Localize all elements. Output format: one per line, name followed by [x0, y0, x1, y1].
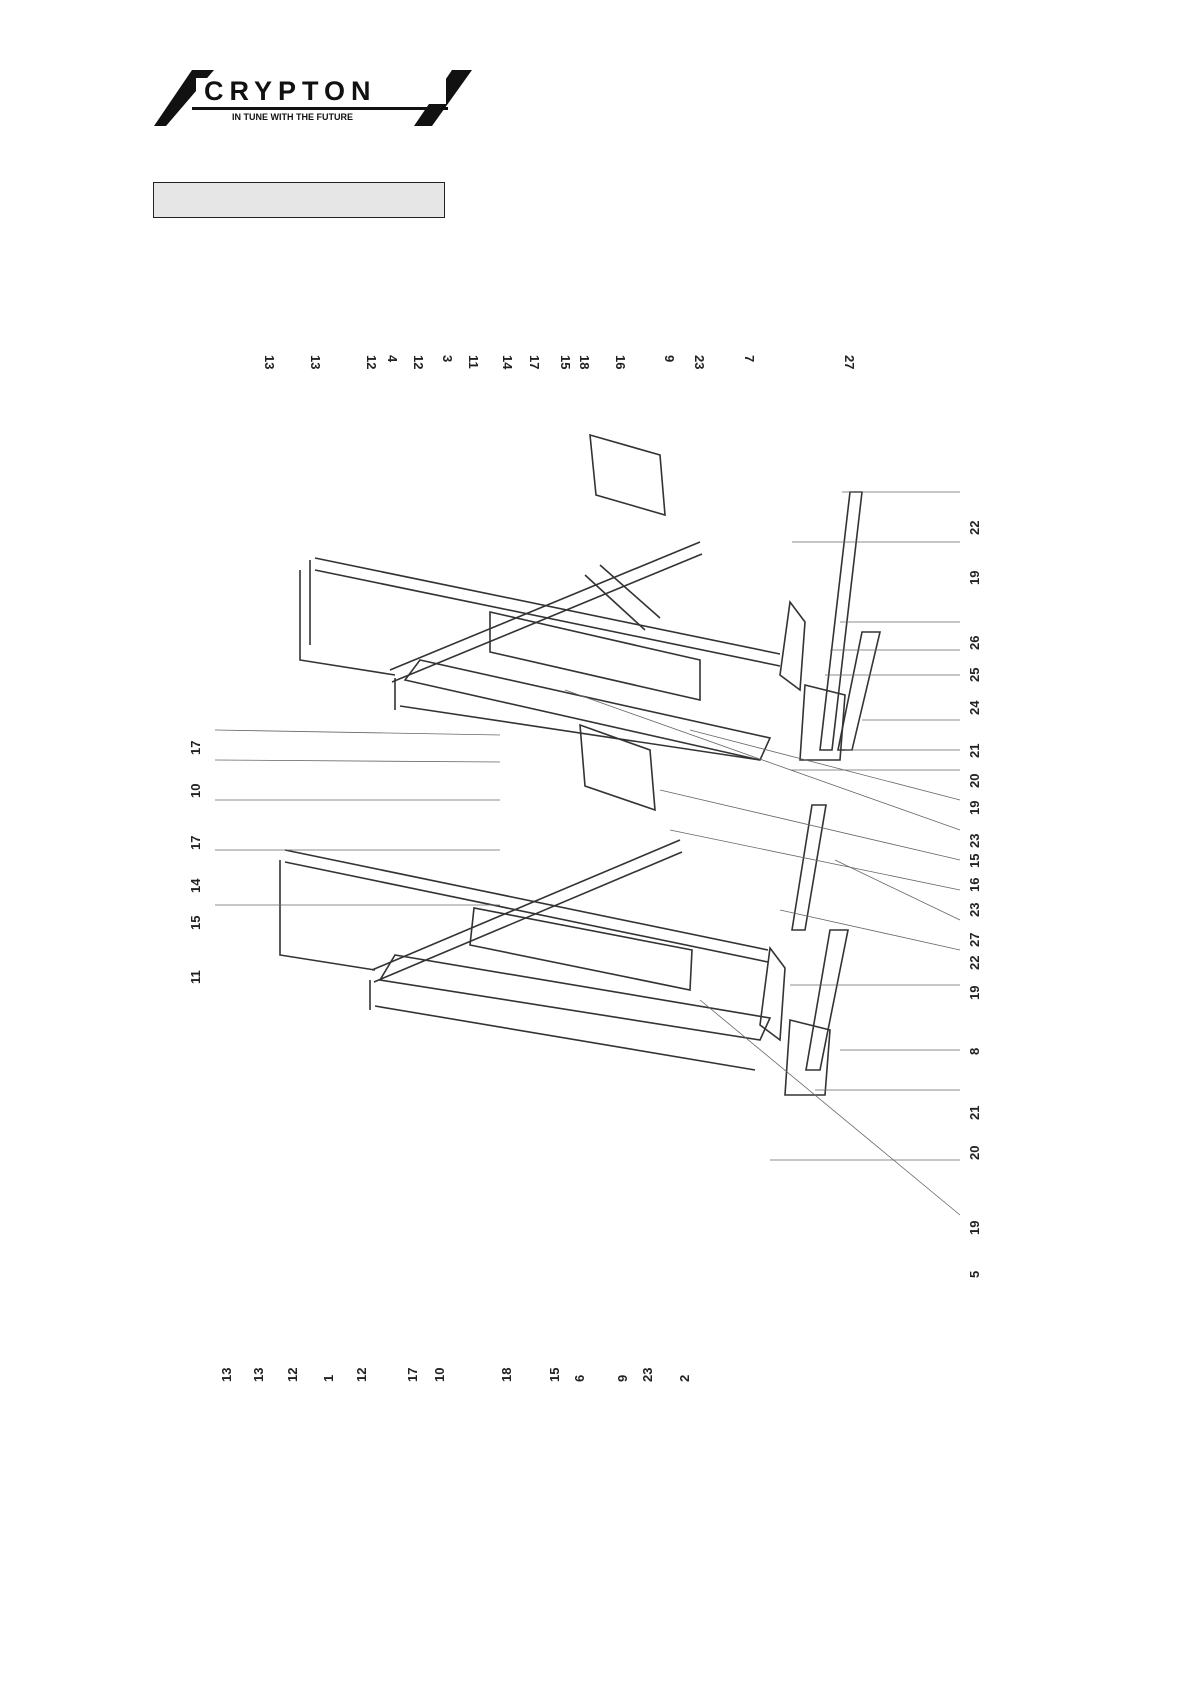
- label: 17: [527, 355, 542, 369]
- right-labels: 22 19 26 25 24 21 20 19 23 15 16 23 27 2…: [967, 521, 982, 1278]
- label: 13: [251, 1368, 266, 1382]
- label: 25: [967, 668, 982, 682]
- label: 5: [967, 1271, 982, 1278]
- label: 18: [499, 1368, 514, 1382]
- label: 18: [577, 355, 592, 369]
- label: 19: [967, 986, 982, 1000]
- logo-brand: CRYPTON: [204, 76, 377, 106]
- label: 15: [547, 1368, 562, 1382]
- label: 19: [967, 1221, 982, 1235]
- label: 21: [967, 1106, 982, 1120]
- label: 12: [285, 1368, 300, 1382]
- label: 12: [411, 355, 426, 369]
- label: 6: [572, 1375, 587, 1382]
- label: 27: [967, 933, 982, 947]
- label: 12: [354, 1368, 369, 1382]
- label: 10: [188, 784, 203, 798]
- label: 23: [967, 903, 982, 917]
- label: 9: [662, 355, 677, 362]
- label: 15: [558, 355, 573, 369]
- section-title-box: [153, 182, 445, 218]
- label: 1: [321, 1375, 336, 1382]
- label: 23: [692, 355, 707, 369]
- label: 15: [967, 854, 982, 868]
- label: 17: [188, 836, 203, 850]
- label: 10: [432, 1368, 447, 1382]
- left-labels: 17 10 17 14 15 11: [188, 741, 203, 984]
- label: 15: [188, 916, 203, 930]
- bottom-labels: 13 13 12 1 12 17 10 18 15 6 9 23 2: [219, 1368, 692, 1382]
- label: 22: [967, 956, 982, 970]
- label: 16: [613, 355, 628, 369]
- label: 2: [677, 1375, 692, 1382]
- label: 7: [742, 355, 757, 362]
- label: 19: [967, 571, 982, 585]
- exploded-parts-diagram: 13 13 12 4 12 3 11 14 17 15 18 16 9 23 7…: [0, 330, 1191, 1410]
- label: 11: [188, 970, 203, 984]
- label: 13: [308, 355, 323, 369]
- label: 14: [188, 878, 203, 893]
- label: 26: [967, 636, 982, 650]
- label: 22: [967, 521, 982, 535]
- label: 20: [967, 774, 982, 788]
- label: 3: [440, 355, 455, 362]
- label: 4: [385, 355, 400, 363]
- label: 17: [188, 741, 203, 755]
- label: 11: [466, 355, 481, 369]
- label: 20: [967, 1146, 982, 1160]
- label: 19: [967, 801, 982, 815]
- label: 16: [967, 878, 982, 892]
- label: 23: [640, 1368, 655, 1382]
- label: 8: [967, 1048, 982, 1055]
- label: 24: [967, 700, 982, 715]
- label: 21: [967, 744, 982, 758]
- label: 12: [364, 355, 379, 369]
- label: 23: [967, 834, 982, 848]
- label: 27: [842, 355, 857, 369]
- label: 14: [500, 355, 515, 370]
- label: 17: [405, 1368, 420, 1382]
- label: 9: [615, 1375, 630, 1382]
- top-labels: 13 13 12 4 12 3 11 14 17 15 18 16 9 23 7…: [262, 355, 857, 370]
- crypton-logo: CRYPTON IN TUNE WITH THE FUTURE: [152, 68, 482, 128]
- logo-tagline: IN TUNE WITH THE FUTURE: [232, 112, 353, 122]
- label: 13: [219, 1368, 234, 1382]
- label: 13: [262, 355, 277, 369]
